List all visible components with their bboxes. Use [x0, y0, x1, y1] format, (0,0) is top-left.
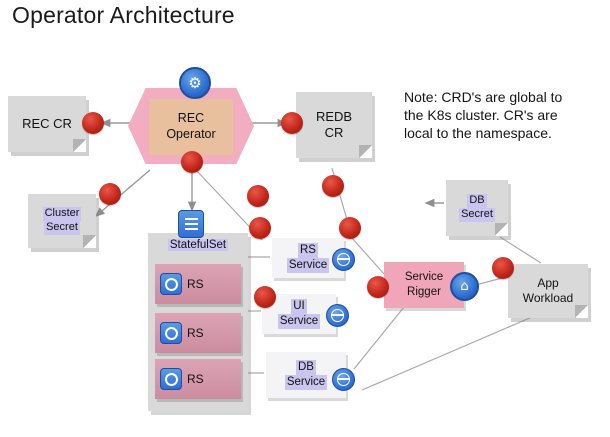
step-marker	[322, 175, 344, 197]
folded-corner	[83, 235, 96, 248]
statefulset-label: StatefulSet	[167, 239, 229, 251]
node-rs-pod: RS	[155, 313, 241, 353]
service-icon	[332, 368, 355, 391]
service-icon	[326, 304, 349, 327]
node-cluster-secret: Cluster Secret	[28, 194, 96, 248]
node-ui-service: UI Service	[262, 294, 336, 334]
rec-cr-label: REC CR	[22, 115, 72, 131]
service-icon	[332, 248, 355, 271]
step-marker	[367, 276, 389, 298]
node-rs-pod: RS	[155, 359, 241, 399]
statefulset-icon	[178, 210, 204, 238]
step-marker	[181, 151, 203, 173]
step-marker	[82, 112, 104, 134]
note-annotation: Note: CRD's are global to the K8s cluste…	[404, 89, 563, 142]
rec-operator-label: REC Operator	[166, 110, 216, 141]
folded-corner	[73, 139, 86, 152]
pod-icon	[160, 368, 182, 390]
node-redb-cr: REDB CR	[296, 92, 372, 158]
step-marker	[247, 185, 269, 207]
folded-corner	[359, 145, 372, 158]
page-title: Operator Architecture	[12, 2, 235, 28]
step-marker	[99, 183, 121, 205]
folded-corner	[495, 223, 508, 236]
operator-inner-panel	[149, 99, 233, 155]
pod-icon	[160, 322, 182, 344]
node-app-workload: App Workload	[508, 264, 588, 318]
rigger-icon: ⌂	[450, 272, 479, 301]
pod-icon	[160, 273, 182, 295]
k8s-operator-icon: ⚙	[179, 67, 211, 99]
step-marker	[254, 286, 276, 308]
folded-corner	[575, 305, 588, 318]
step-marker	[281, 112, 303, 134]
node-rs-pod: RS	[155, 264, 241, 304]
step-marker	[492, 257, 514, 279]
node-db-secret: DB Secret	[446, 180, 508, 236]
node-rec-cr: REC CR	[8, 96, 86, 152]
step-marker	[249, 217, 271, 239]
node-statefulset: StatefulSet RS RS RS	[148, 233, 248, 411]
step-marker	[339, 217, 361, 239]
